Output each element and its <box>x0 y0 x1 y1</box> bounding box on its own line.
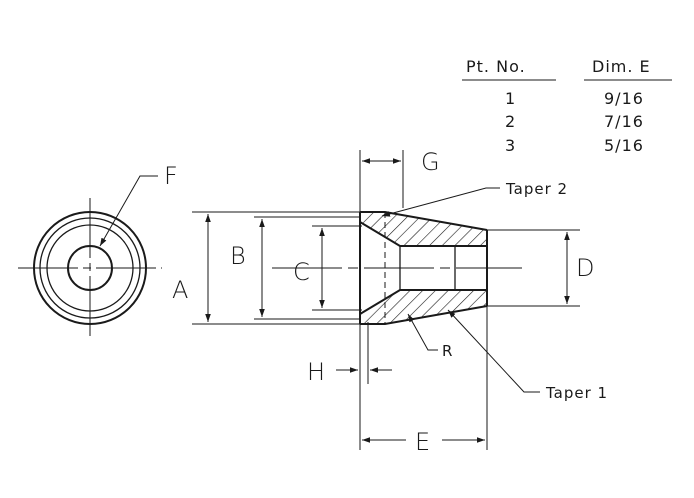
dim-label-a: A <box>172 276 188 304</box>
table-header-dim-e: Dim. E <box>592 57 651 76</box>
dim-label-c: C <box>293 258 310 286</box>
table-cell-pt-2: 2 <box>505 112 516 131</box>
dim-label-f: F <box>164 162 178 190</box>
hatch-upper-wall <box>360 212 487 246</box>
callout-taper-1: Taper 1 <box>545 384 608 402</box>
parts-table: Pt. No. Dim. E 1 9/16 2 7/16 3 5/16 <box>462 57 672 155</box>
dim-label-d: D <box>576 254 594 282</box>
leader-taper-2 <box>381 187 500 217</box>
table-cell-dim-2: 7/16 <box>604 112 644 131</box>
leader-r <box>407 313 438 351</box>
hatch-lower-wall <box>360 290 487 324</box>
leader-f <box>99 175 158 247</box>
dimensions: A B C D G H E <box>172 148 594 456</box>
dim-label-r: R <box>442 342 453 360</box>
dim-label-h: H <box>307 358 325 386</box>
table-cell-dim-3: 5/16 <box>604 136 644 155</box>
table-cell-dim-1: 9/16 <box>604 89 644 108</box>
table-cell-pt-1: 1 <box>505 89 516 108</box>
table-header-pt-no: Pt. No. <box>466 57 526 76</box>
dim-label-e: E <box>415 428 430 456</box>
callouts: Taper 2 R Taper 1 <box>381 180 608 402</box>
callout-taper-2: Taper 2 <box>505 180 568 198</box>
table-cell-pt-3: 3 <box>505 136 516 155</box>
dim-label-b: B <box>230 242 246 270</box>
end-view: F <box>18 162 178 338</box>
leader-taper-1 <box>447 309 540 393</box>
dim-label-g: G <box>421 148 440 176</box>
